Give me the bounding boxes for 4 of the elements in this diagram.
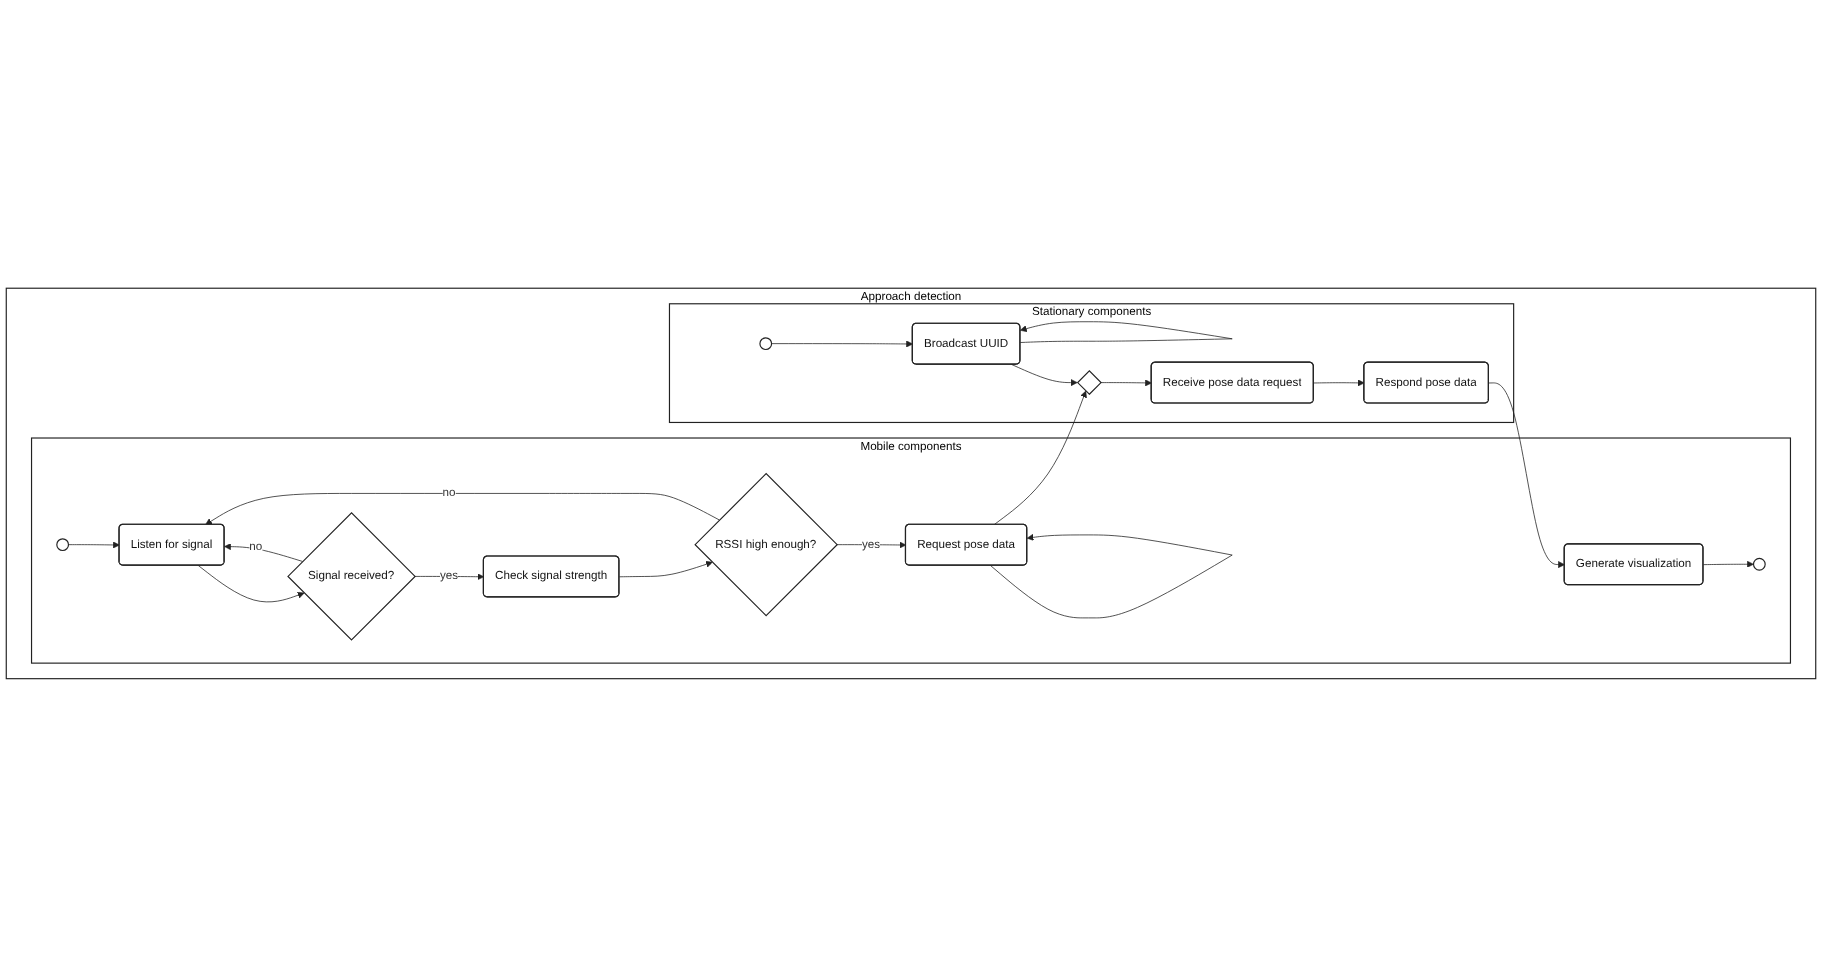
node-circle [1752,557,1766,571]
node-circle [759,336,773,350]
node-circle [56,537,70,551]
node-diamond [1076,369,1102,395]
